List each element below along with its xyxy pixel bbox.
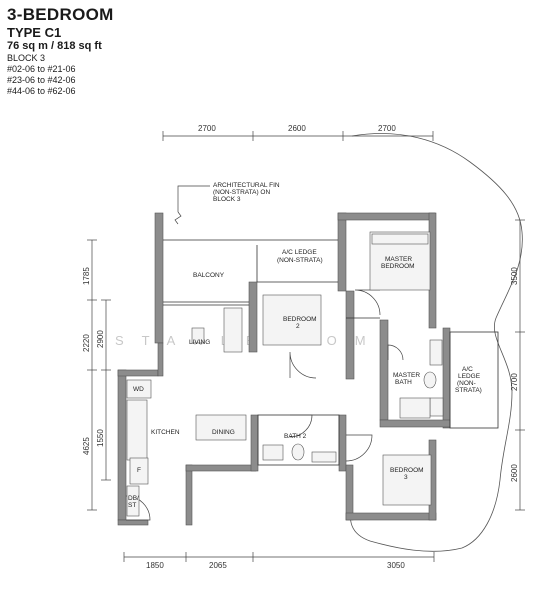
unit-range-3: #44-06 to #62-06 — [7, 86, 76, 96]
door-bedroom2 — [289, 351, 317, 379]
door-bedroom3 — [345, 434, 373, 462]
label-bedroom3-1: BEDROOM — [390, 467, 424, 474]
label-balcony: BALCONY — [193, 272, 225, 279]
walls — [117, 212, 451, 526]
bath2-shower — [311, 451, 337, 463]
unit-range-1: #02-06 to #21-06 — [7, 64, 76, 74]
bed3 — [382, 454, 432, 506]
label-kitchen: KITCHEN — [151, 429, 180, 436]
master-bath-sink — [429, 339, 443, 366]
label-ac-ledge-right-1: A/C — [462, 366, 473, 373]
wall-master-top — [337, 212, 436, 221]
dim-bottom-2: 2065 — [209, 561, 227, 570]
landscape-boundary — [349, 133, 523, 552]
label-master-bath-1: MASTER — [393, 372, 420, 379]
fin-note-1: ARCHITECTURAL FIN — [213, 182, 280, 189]
label-bath2: BATH 2 — [284, 433, 307, 440]
unit-range-2: #23-06 to #42-06 — [7, 75, 76, 85]
wall-bath2-left — [250, 414, 259, 472]
top-dimension — [162, 131, 434, 141]
label-ac-ledge-right-4: STRATA) — [455, 387, 482, 394]
kitchen-counter — [126, 399, 148, 461]
unit-area: 76 sq m / 818 sq ft — [7, 40, 102, 52]
bath2-toilet — [291, 443, 305, 461]
label-bedroom2-2: 2 — [296, 323, 300, 330]
label-dbst-2: ST — [128, 502, 136, 509]
coffee-table — [191, 327, 205, 344]
dim-top-3: 2700 — [378, 124, 396, 133]
wall-left-upper — [154, 212, 164, 344]
label-ac-ledge-right-3: (NON- — [457, 380, 476, 387]
label-bedroom3-2: 3 — [404, 474, 408, 481]
db-store — [126, 485, 140, 517]
dim-top-1: 2700 — [198, 124, 216, 133]
bath2-sink — [262, 444, 284, 461]
door-bath2 — [289, 414, 313, 438]
fin-note-2: (NON-STRATA) ON — [213, 189, 270, 196]
dining-table — [195, 414, 247, 441]
wall-bath-bottom — [379, 419, 451, 428]
label-dbst-1: DB/ — [128, 495, 139, 502]
unit-type: TYPE C1 — [7, 25, 62, 40]
label-ac-ledge-1: A/C LEDGE — [282, 249, 317, 256]
fin-note-3: BLOCK 3 — [213, 196, 241, 203]
dim-right-1: 3500 — [510, 267, 519, 285]
master-bath-shower — [429, 397, 444, 417]
wall-bed3-bottom — [345, 512, 437, 521]
fridge — [129, 457, 149, 485]
label-wd: WD — [133, 386, 144, 393]
wall-step — [185, 464, 193, 526]
label-master-bedroom-2: BEDROOM — [381, 263, 415, 270]
label-ac-ledge-right-2: LEDGE — [458, 373, 481, 380]
right-dimension — [515, 219, 525, 511]
wall-bath-right — [442, 327, 451, 429]
dim-right-2: 2700 — [510, 373, 519, 391]
dim-left-2: 2220 — [82, 334, 91, 352]
fin-leader — [174, 185, 210, 225]
wall-bed2-right — [345, 290, 355, 380]
wall-bed2-left — [248, 281, 258, 353]
wall-bath2-right — [338, 414, 347, 472]
door-master-bath — [387, 344, 404, 361]
wall-bed3-left — [345, 464, 354, 521]
washer-dryer — [126, 379, 152, 399]
wall-kitchen-top — [117, 369, 159, 377]
label-master-bedroom-1: MASTER — [385, 256, 412, 263]
bed2 — [262, 294, 322, 346]
left-dimension-outer — [87, 239, 97, 511]
plan-title: 3-BEDROOM — [7, 5, 114, 24]
dim-top-2: 2600 — [288, 124, 306, 133]
plan-header: 3-BEDROOM TYPE C1 76 sq m / 818 sq ft BL… — [7, 5, 114, 97]
wall-kitchen-bottom — [117, 519, 149, 526]
dim-left-inner-1: 2900 — [96, 330, 105, 348]
left-dimension-inner — [101, 299, 111, 481]
dim-bottom-3: 3050 — [387, 561, 405, 570]
label-living: LIVING — [189, 339, 210, 346]
label-ac-ledge-2: (NON-STRATA) — [277, 257, 323, 264]
wall-mid-top — [337, 212, 347, 292]
dim-left-1: 1785 — [82, 267, 91, 285]
wall-bath-left — [379, 319, 389, 421]
label-dining: DINING — [212, 429, 235, 436]
dim-bottom-1: 1850 — [146, 561, 164, 570]
label-bedroom2-1: BEDROOM — [283, 316, 317, 323]
dim-left-3: 4625 — [82, 437, 91, 455]
dim-left-inner-2: 1550 — [96, 429, 105, 447]
master-bath-vanity — [399, 397, 431, 419]
furniture — [126, 231, 444, 517]
wall-living-joint — [157, 342, 164, 377]
door-master — [354, 289, 381, 316]
sofa — [223, 307, 243, 353]
bottom-dimension — [123, 552, 435, 562]
dim-right-3: 2600 — [510, 464, 519, 482]
label-fridge: F — [137, 467, 141, 474]
master-bath-toilet — [423, 371, 437, 389]
block-label: BLOCK 3 — [7, 53, 46, 63]
ac-ledge-right-box — [449, 331, 499, 429]
wall-kitchen-left — [117, 369, 127, 521]
label-master-bath-2: BATH — [395, 379, 412, 386]
wall-bath2-bottom — [185, 464, 257, 472]
